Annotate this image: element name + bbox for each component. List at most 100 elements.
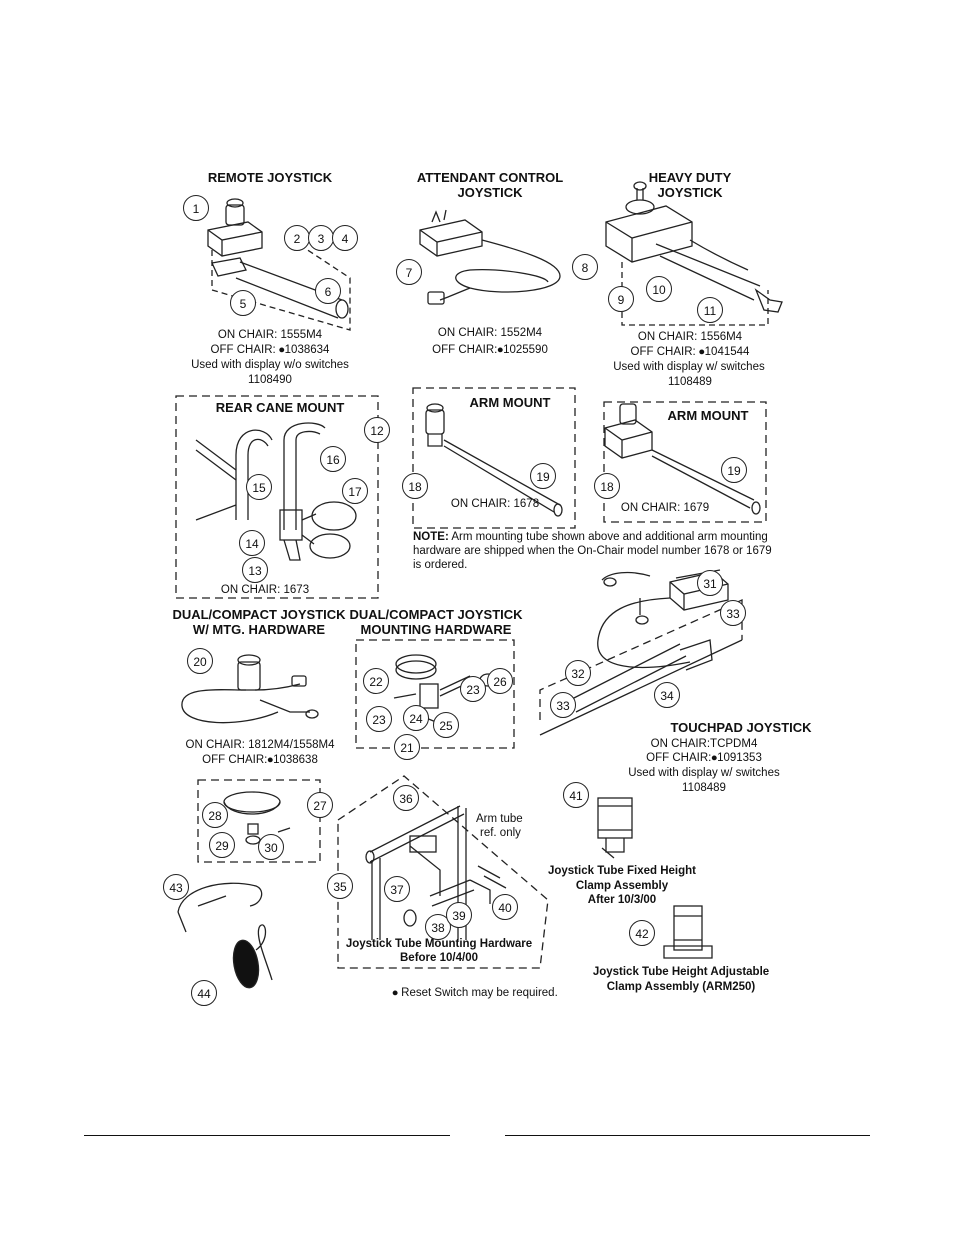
- callout-23-right: 23: [460, 676, 486, 702]
- tube-hardware-line-1: Joystick Tube Mounting Hardware: [345, 938, 533, 950]
- callout-20: 20: [187, 648, 213, 674]
- callout-10: 10: [646, 276, 672, 302]
- callout-27: 27: [307, 792, 333, 818]
- remote-joystick-title: REMOTE JOYSTICK: [207, 170, 333, 185]
- adjustable-clamp-line-1: Joystick Tube Height Adjustable: [592, 966, 770, 978]
- callout-13: 13: [242, 557, 268, 583]
- footer-rule-left: [84, 1135, 450, 1136]
- dual-on-chair: ON CHAIR: 1812M4/1558M4: [185, 739, 335, 751]
- callout-4: 4: [332, 225, 358, 251]
- callout-18-arm-1: 18: [402, 473, 428, 499]
- callout-41: 41: [563, 782, 589, 808]
- attendant-on-chair: ON CHAIR: 1552M4: [437, 327, 543, 339]
- touchpad-note: Used with display w/ switches: [628, 767, 780, 779]
- note-text-1: Arm mounting tube shown above and additi…: [448, 531, 768, 543]
- callout-9: 9: [608, 286, 634, 312]
- arm-mount-1-on-chair: ON CHAIR: 1678: [450, 498, 540, 510]
- note-line-1: NOTE: Arm mounting tube shown above and …: [413, 530, 768, 544]
- callout-19-arm-1: 19: [530, 463, 556, 489]
- adjustable-clamp-line-2: Clamp Assembly (ARM250): [606, 981, 756, 993]
- note-line-2: hardware are shipped when the On-Chair m…: [413, 545, 772, 557]
- heavy-part: 1108489: [668, 376, 712, 388]
- arm-tube-ref-1: Arm tube: [476, 813, 523, 825]
- callout-35: 35: [327, 873, 353, 899]
- remote-on-chair: ON CHAIR: 1555M4: [217, 329, 323, 341]
- touchpad-on-chair: ON CHAIR:TCPDM4: [650, 738, 758, 750]
- callout-8: 8: [572, 254, 598, 280]
- attendant-title-2: JOYSTICK: [457, 185, 523, 200]
- callout-40: 40: [492, 894, 518, 920]
- callout-6: 6: [315, 278, 341, 304]
- callout-43: 43: [163, 874, 189, 900]
- adjustable-clamp-drawing: [663, 905, 713, 959]
- touchpad-part: 1108489: [682, 782, 726, 794]
- heavy-title-2: JOYSTICK: [657, 185, 723, 200]
- knob-assembly-drawing: [197, 779, 321, 863]
- callout-5: 5: [230, 290, 256, 316]
- tube-hardware-drawing: [337, 775, 549, 969]
- callout-22: 22: [363, 668, 389, 694]
- callout-15: 15: [246, 474, 272, 500]
- callout-39: 39: [446, 902, 472, 928]
- callout-26: 26: [487, 668, 513, 694]
- touchpad-title: TOUCHPAD JOYSTICK: [670, 720, 812, 735]
- arm-tube-ref-2: ref. only: [480, 827, 521, 839]
- probe-switch-drawing: [177, 882, 273, 989]
- callout-17: 17: [342, 478, 368, 504]
- arm-mount-2-on-chair: ON CHAIR: 1679: [620, 502, 710, 514]
- reset-footnote: ⦁ Reset Switch may be required.: [392, 987, 558, 999]
- footer-rule-right: [505, 1135, 870, 1136]
- rear-cane-title: REAR CANE MOUNT: [215, 400, 345, 415]
- note-line-3: is ordered.: [413, 559, 468, 571]
- callout-1: 1: [183, 195, 209, 221]
- heavy-off-chair: OFF CHAIR: ⦁1041544: [630, 346, 750, 358]
- remote-part: 1108490: [248, 374, 292, 386]
- fixed-clamp-drawing: [597, 797, 633, 859]
- attendant-joystick-drawing: [419, 209, 561, 305]
- callout-42: 42: [629, 920, 655, 946]
- dual-hardware-title-2: MOUNTING HARDWARE: [360, 622, 512, 637]
- arm-mount-1-title: ARM MOUNT: [469, 395, 551, 410]
- callout-24: 24: [403, 705, 429, 731]
- tube-hardware-line-2: Before 10/4/00: [400, 952, 478, 964]
- callout-7: 7: [396, 259, 422, 285]
- callout-28: 28: [202, 802, 228, 828]
- callout-44: 44: [191, 980, 217, 1006]
- rear-cane-on-chair: ON CHAIR: 1673: [220, 584, 310, 596]
- touchpad-off-chair: OFF CHAIR:⦁1091353: [646, 752, 762, 764]
- callout-32: 32: [565, 660, 591, 686]
- dual-joystick-drawing: [181, 654, 319, 724]
- attendant-title-1: ATTENDANT CONTROL: [416, 170, 564, 185]
- callout-30: 30: [258, 834, 284, 860]
- callout-37: 37: [384, 876, 410, 902]
- callout-31: 31: [697, 570, 723, 596]
- remote-off-chair: OFF CHAIR: ⦁1038634: [210, 344, 330, 356]
- rear-cane-drawing: [175, 395, 379, 599]
- callout-16: 16: [320, 446, 346, 472]
- callout-12: 12: [364, 417, 390, 443]
- callout-2: 2: [284, 225, 310, 251]
- remote-note: Used with display w/o switches: [191, 359, 349, 371]
- fixed-clamp-line-2: Clamp Assembly: [575, 880, 669, 892]
- callout-36: 36: [393, 785, 419, 811]
- fixed-clamp-line-3: After 10/3/00: [587, 894, 657, 906]
- note-label: NOTE:: [413, 531, 449, 543]
- callout-34: 34: [654, 682, 680, 708]
- heavy-note: Used with display w/ switches: [613, 361, 765, 373]
- fixed-clamp-line-1: Joystick Tube Fixed Height: [547, 865, 697, 877]
- callout-14: 14: [239, 530, 265, 556]
- callout-19-arm-2: 19: [721, 457, 747, 483]
- heavy-on-chair: ON CHAIR: 1556M4: [637, 331, 743, 343]
- callout-23-left: 23: [366, 706, 392, 732]
- dual-title-1: DUAL/COMPACT JOYSTICK: [172, 607, 346, 622]
- callout-18-arm-2: 18: [594, 473, 620, 499]
- dual-title-2: W/ MTG. HARDWARE: [192, 622, 326, 637]
- attendant-off-chair: OFF CHAIR:⦁1025590: [432, 344, 548, 356]
- callout-33-bottom: 33: [550, 692, 576, 718]
- callout-3: 3: [308, 225, 334, 251]
- heavy-title-1: HEAVY DUTY: [648, 170, 732, 185]
- remote-joystick-drawing: [207, 198, 351, 331]
- callout-21: 21: [394, 734, 420, 760]
- dual-off-chair: OFF CHAIR:⦁1038638: [202, 754, 318, 766]
- callout-33-top: 33: [720, 600, 746, 626]
